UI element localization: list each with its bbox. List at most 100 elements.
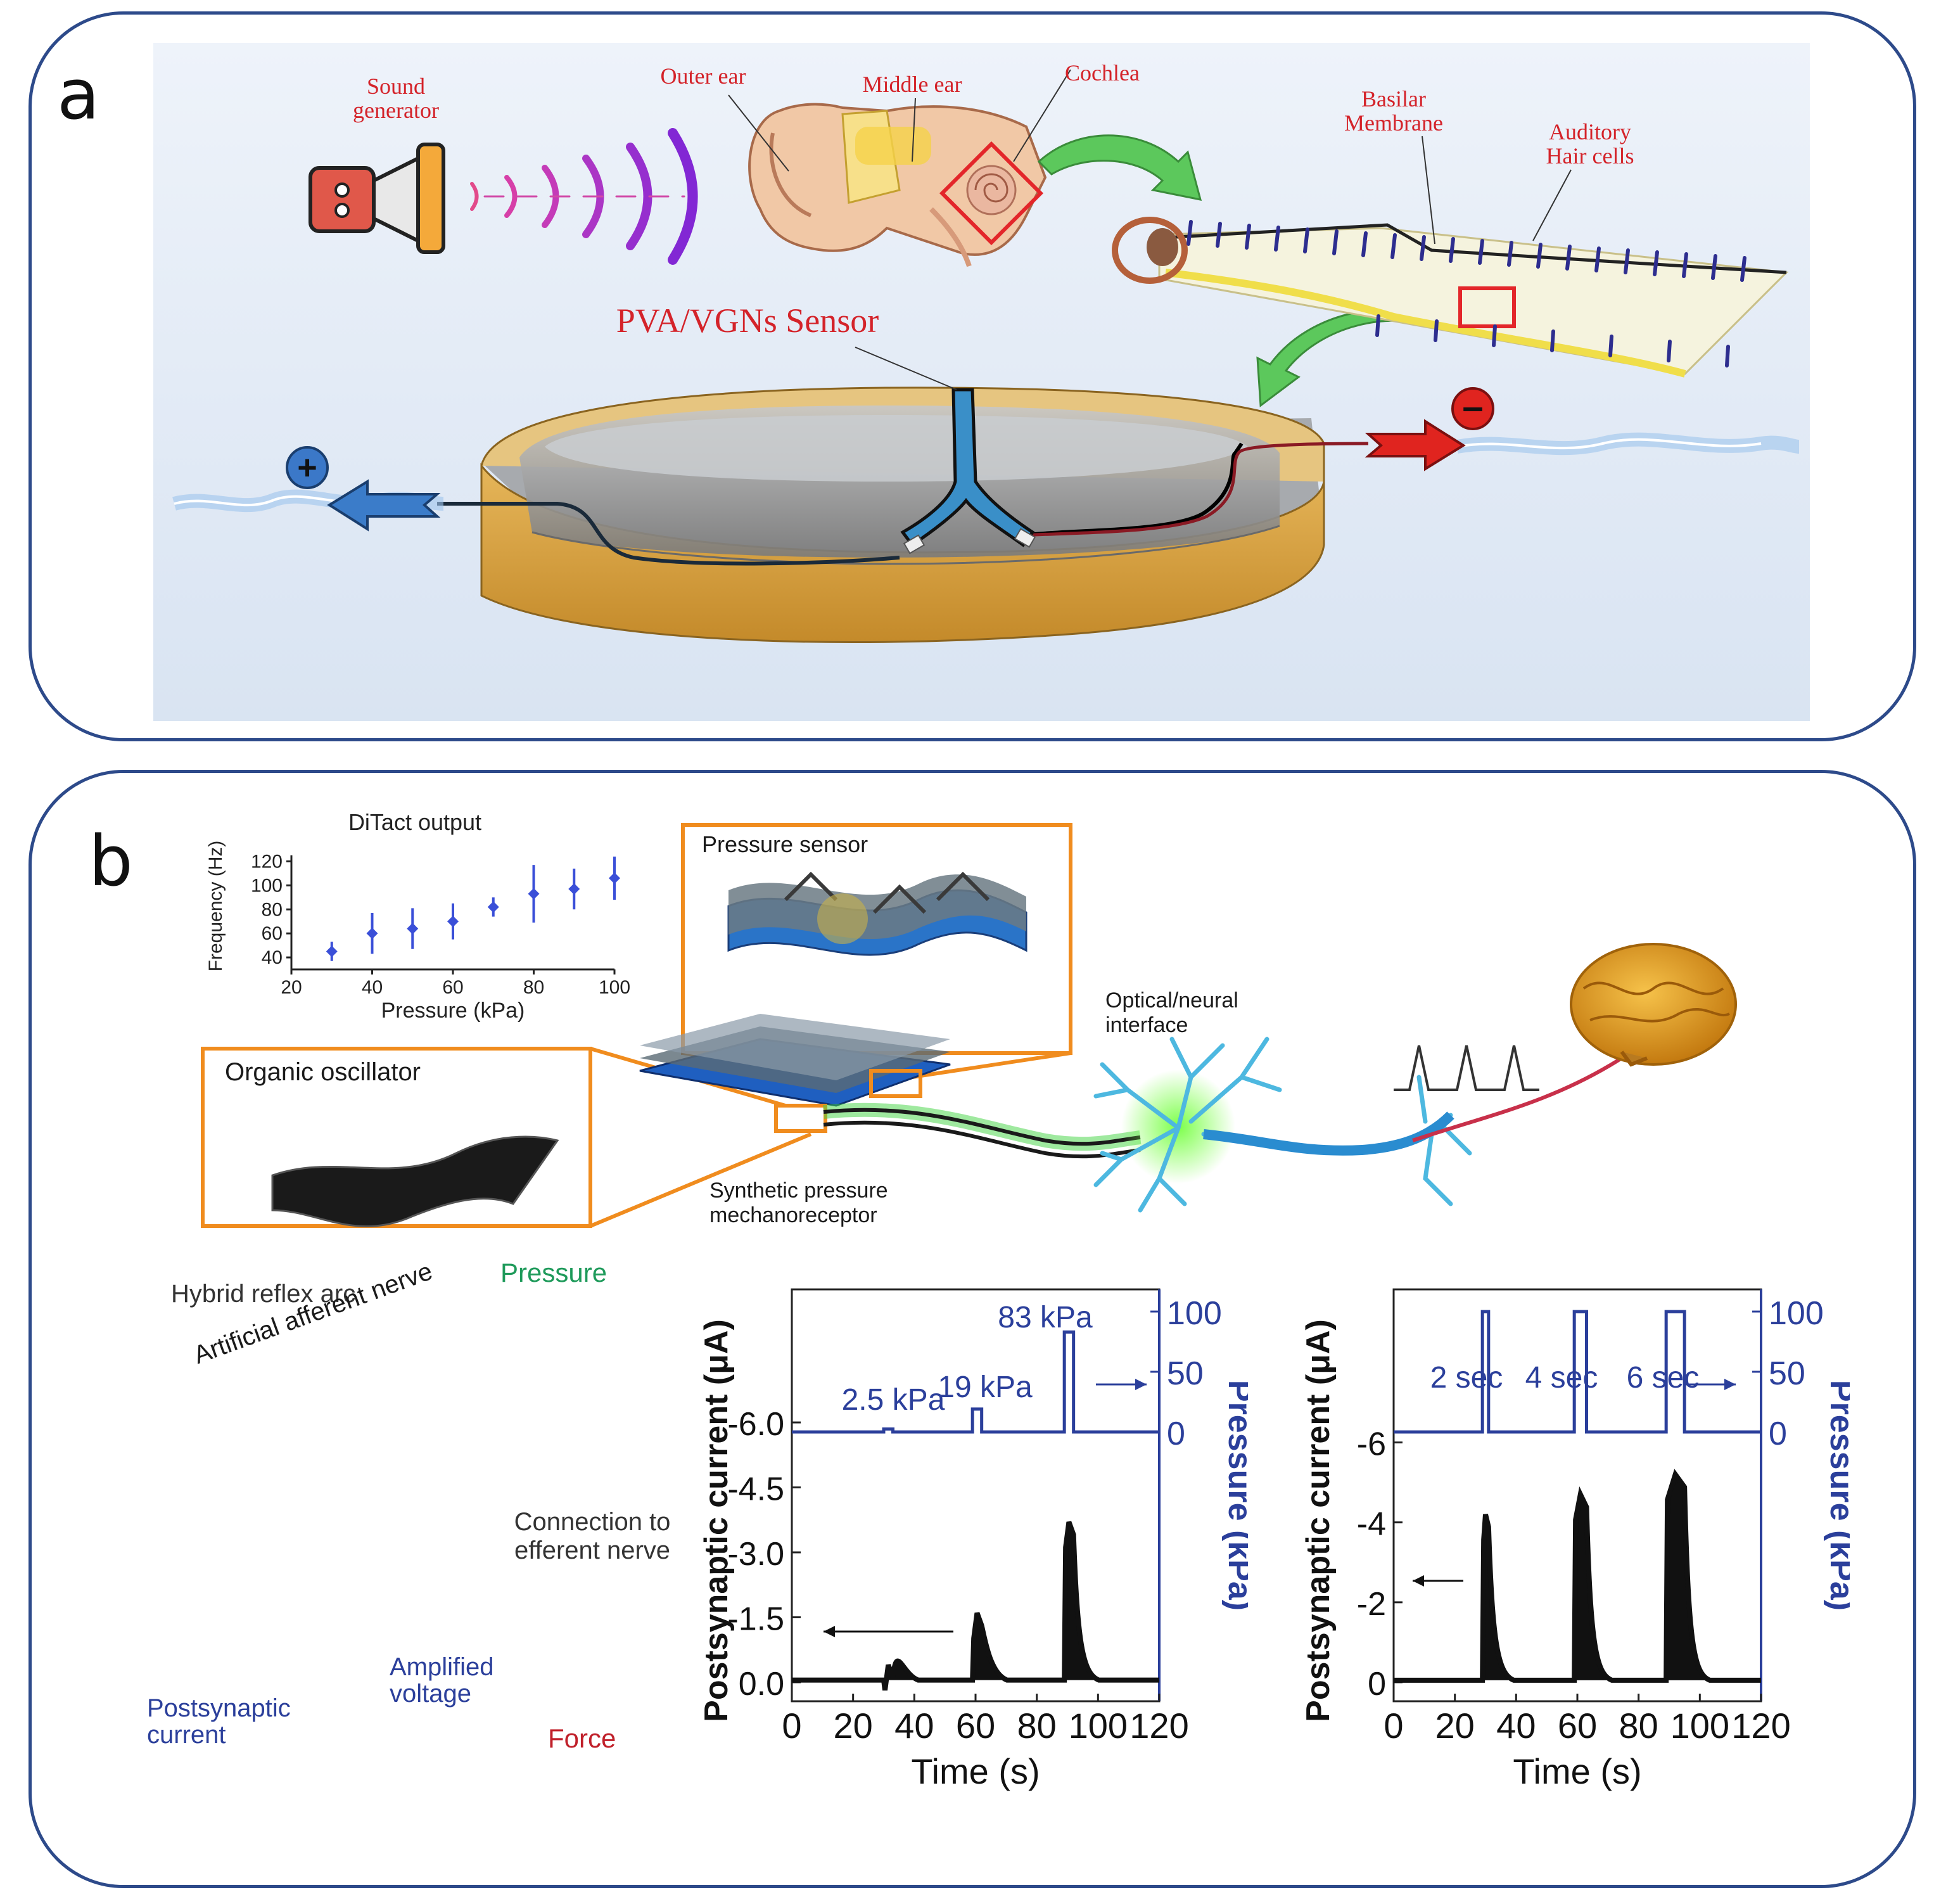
pulse-label: 2.5 kPa xyxy=(842,1383,945,1417)
plus-sign: + xyxy=(297,449,317,487)
x-tick-label: 20 xyxy=(1435,1706,1475,1746)
y-left-tick-label: -6 xyxy=(1357,1426,1386,1463)
y-sensor xyxy=(900,388,1036,554)
pressure-axis-arrowhead xyxy=(1135,1379,1147,1390)
current-axis-arrowhead xyxy=(824,1626,835,1637)
y-right-tick-label: 100 xyxy=(1167,1295,1222,1332)
hair-cell xyxy=(1274,226,1280,252)
pressure-axis-arrowhead xyxy=(1724,1379,1736,1390)
y-right-tick-label: 50 xyxy=(1167,1355,1204,1392)
label-sound-generator: Sound generator xyxy=(353,73,439,123)
ditact-x-tick-label: 100 xyxy=(599,977,630,998)
ditact-x-tick-label: 80 xyxy=(523,977,544,998)
hair-cell xyxy=(1303,227,1309,253)
ditact-data-point xyxy=(407,923,419,935)
label-hair-cells: Auditory Hair cells xyxy=(1546,119,1634,169)
y-left-axis-label: Postsynaptic current (μA) xyxy=(703,1319,735,1722)
y-left-tick-label: -2 xyxy=(1357,1586,1386,1623)
hair-cell xyxy=(1565,245,1572,271)
y-left-tick-label: 0.0 xyxy=(739,1666,784,1703)
x-tick-label: 100 xyxy=(1069,1706,1128,1746)
minus-sign: – xyxy=(1462,385,1483,428)
label-mechanoreceptor: Synthetic pressure mechanoreceptor xyxy=(709,1179,888,1228)
label-pressure-sensor: Pressure sensor xyxy=(702,831,868,857)
x-tick-label: 80 xyxy=(1017,1706,1057,1746)
ditact-y-tick-label: 100 xyxy=(251,875,283,896)
hair-cell xyxy=(1550,329,1555,352)
x-axis-label: Time (s) xyxy=(911,1751,1040,1791)
ditact-y-tick-label: 80 xyxy=(262,899,283,920)
label-cochlea: Cochlea xyxy=(1065,60,1140,86)
x-tick-label: 100 xyxy=(1670,1706,1729,1746)
sound-waves xyxy=(470,128,698,265)
pressure-trace xyxy=(1394,1310,1761,1434)
spike-train xyxy=(1394,1045,1539,1091)
label-postsynaptic-current: Postsynaptic current xyxy=(147,1694,291,1749)
hair-cell xyxy=(1711,254,1717,280)
hair-cell xyxy=(1682,252,1688,278)
ditact-data-point xyxy=(447,916,459,928)
y-right-tick-label: 100 xyxy=(1769,1295,1824,1332)
hair-cell xyxy=(1536,243,1543,269)
ditact-data-point xyxy=(568,883,580,895)
hair-cell xyxy=(1478,239,1484,265)
hair-cell xyxy=(1594,246,1601,272)
label-hybrid-reflex-arc: Hybrid reflex arc xyxy=(171,1280,356,1308)
hair-cell xyxy=(1667,340,1672,362)
y-left-tick-label: -3.0 xyxy=(727,1536,784,1573)
x-tick-label: 40 xyxy=(1496,1706,1536,1746)
x-tick-label: 60 xyxy=(956,1706,995,1746)
ditact-y-tick-label: 60 xyxy=(262,923,283,944)
green-arrow-top xyxy=(1037,134,1202,201)
hair-cell-markers xyxy=(1186,220,1746,367)
label-middle-ear: Middle ear xyxy=(862,72,962,97)
x-tick-label: 20 xyxy=(834,1706,873,1746)
y-left-axis-label: Postsynaptic current (μA) xyxy=(1305,1319,1337,1722)
ditact-x-tick-label: 60 xyxy=(442,977,463,998)
hair-cell xyxy=(1332,229,1339,255)
negative-ion-icon xyxy=(1451,387,1494,430)
pulse-label: 19 kPa xyxy=(938,1370,1033,1404)
pulse-label: 4 sec xyxy=(1525,1361,1598,1395)
wire-negative-outer xyxy=(1019,442,1369,537)
hair-cell xyxy=(1420,235,1426,261)
ditact-y-tick-label: 40 xyxy=(262,947,283,968)
pulse-label: 83 kPa xyxy=(998,1301,1093,1334)
label-basilar-membrane: Basilar Membrane xyxy=(1344,86,1443,136)
panel-b-letter: b xyxy=(89,821,133,902)
current-axis-arrowhead xyxy=(1413,1575,1424,1587)
wire-negative xyxy=(1019,442,1244,537)
basilar-membrane xyxy=(1112,217,1789,378)
y-right-tick-label: 50 xyxy=(1769,1355,1805,1392)
sensor-dish xyxy=(480,387,1325,643)
hair-cell xyxy=(1492,324,1497,347)
pulse-label: 2 sec xyxy=(1430,1361,1503,1395)
label-optical-interface: Optical/neural interface xyxy=(1105,988,1238,1038)
brain-icon xyxy=(1570,943,1737,1066)
x-tick-label: 40 xyxy=(894,1706,934,1746)
ditact-x-tick-label: 40 xyxy=(362,977,383,998)
label-sensor: PVA/VGNs Sensor xyxy=(616,302,879,340)
ditact-data-point xyxy=(487,901,499,913)
current-trace xyxy=(1394,1469,1761,1683)
y-left-tick-label: -4 xyxy=(1357,1506,1386,1543)
wire-positive xyxy=(437,502,900,566)
label-outer-ear: Outer ear xyxy=(660,63,746,89)
pulse-label: 6 sec xyxy=(1627,1361,1700,1395)
hair-cell xyxy=(1624,248,1630,274)
y-left-tick-label: -1.5 xyxy=(727,1601,784,1638)
hair-cell xyxy=(1740,256,1746,282)
panel-a-illustration: + – xyxy=(153,43,1810,721)
ditact-data-point xyxy=(528,888,540,900)
hair-cell xyxy=(1375,314,1380,337)
y-right-axis-label: Pressure (kPa) xyxy=(1823,1380,1850,1611)
y-right-axis-label: Pressure (kPa) xyxy=(1221,1380,1248,1611)
label-efferent-connection: Connection to efferent nerve xyxy=(514,1508,671,1564)
y-left-tick-label: -4.5 xyxy=(727,1471,784,1508)
y-left-tick-label: -6.0 xyxy=(727,1406,784,1443)
current-trace xyxy=(792,1521,1159,1691)
x-tick-label: 60 xyxy=(1558,1706,1597,1746)
label-organic-oscillator: Organic oscillator xyxy=(225,1058,421,1086)
